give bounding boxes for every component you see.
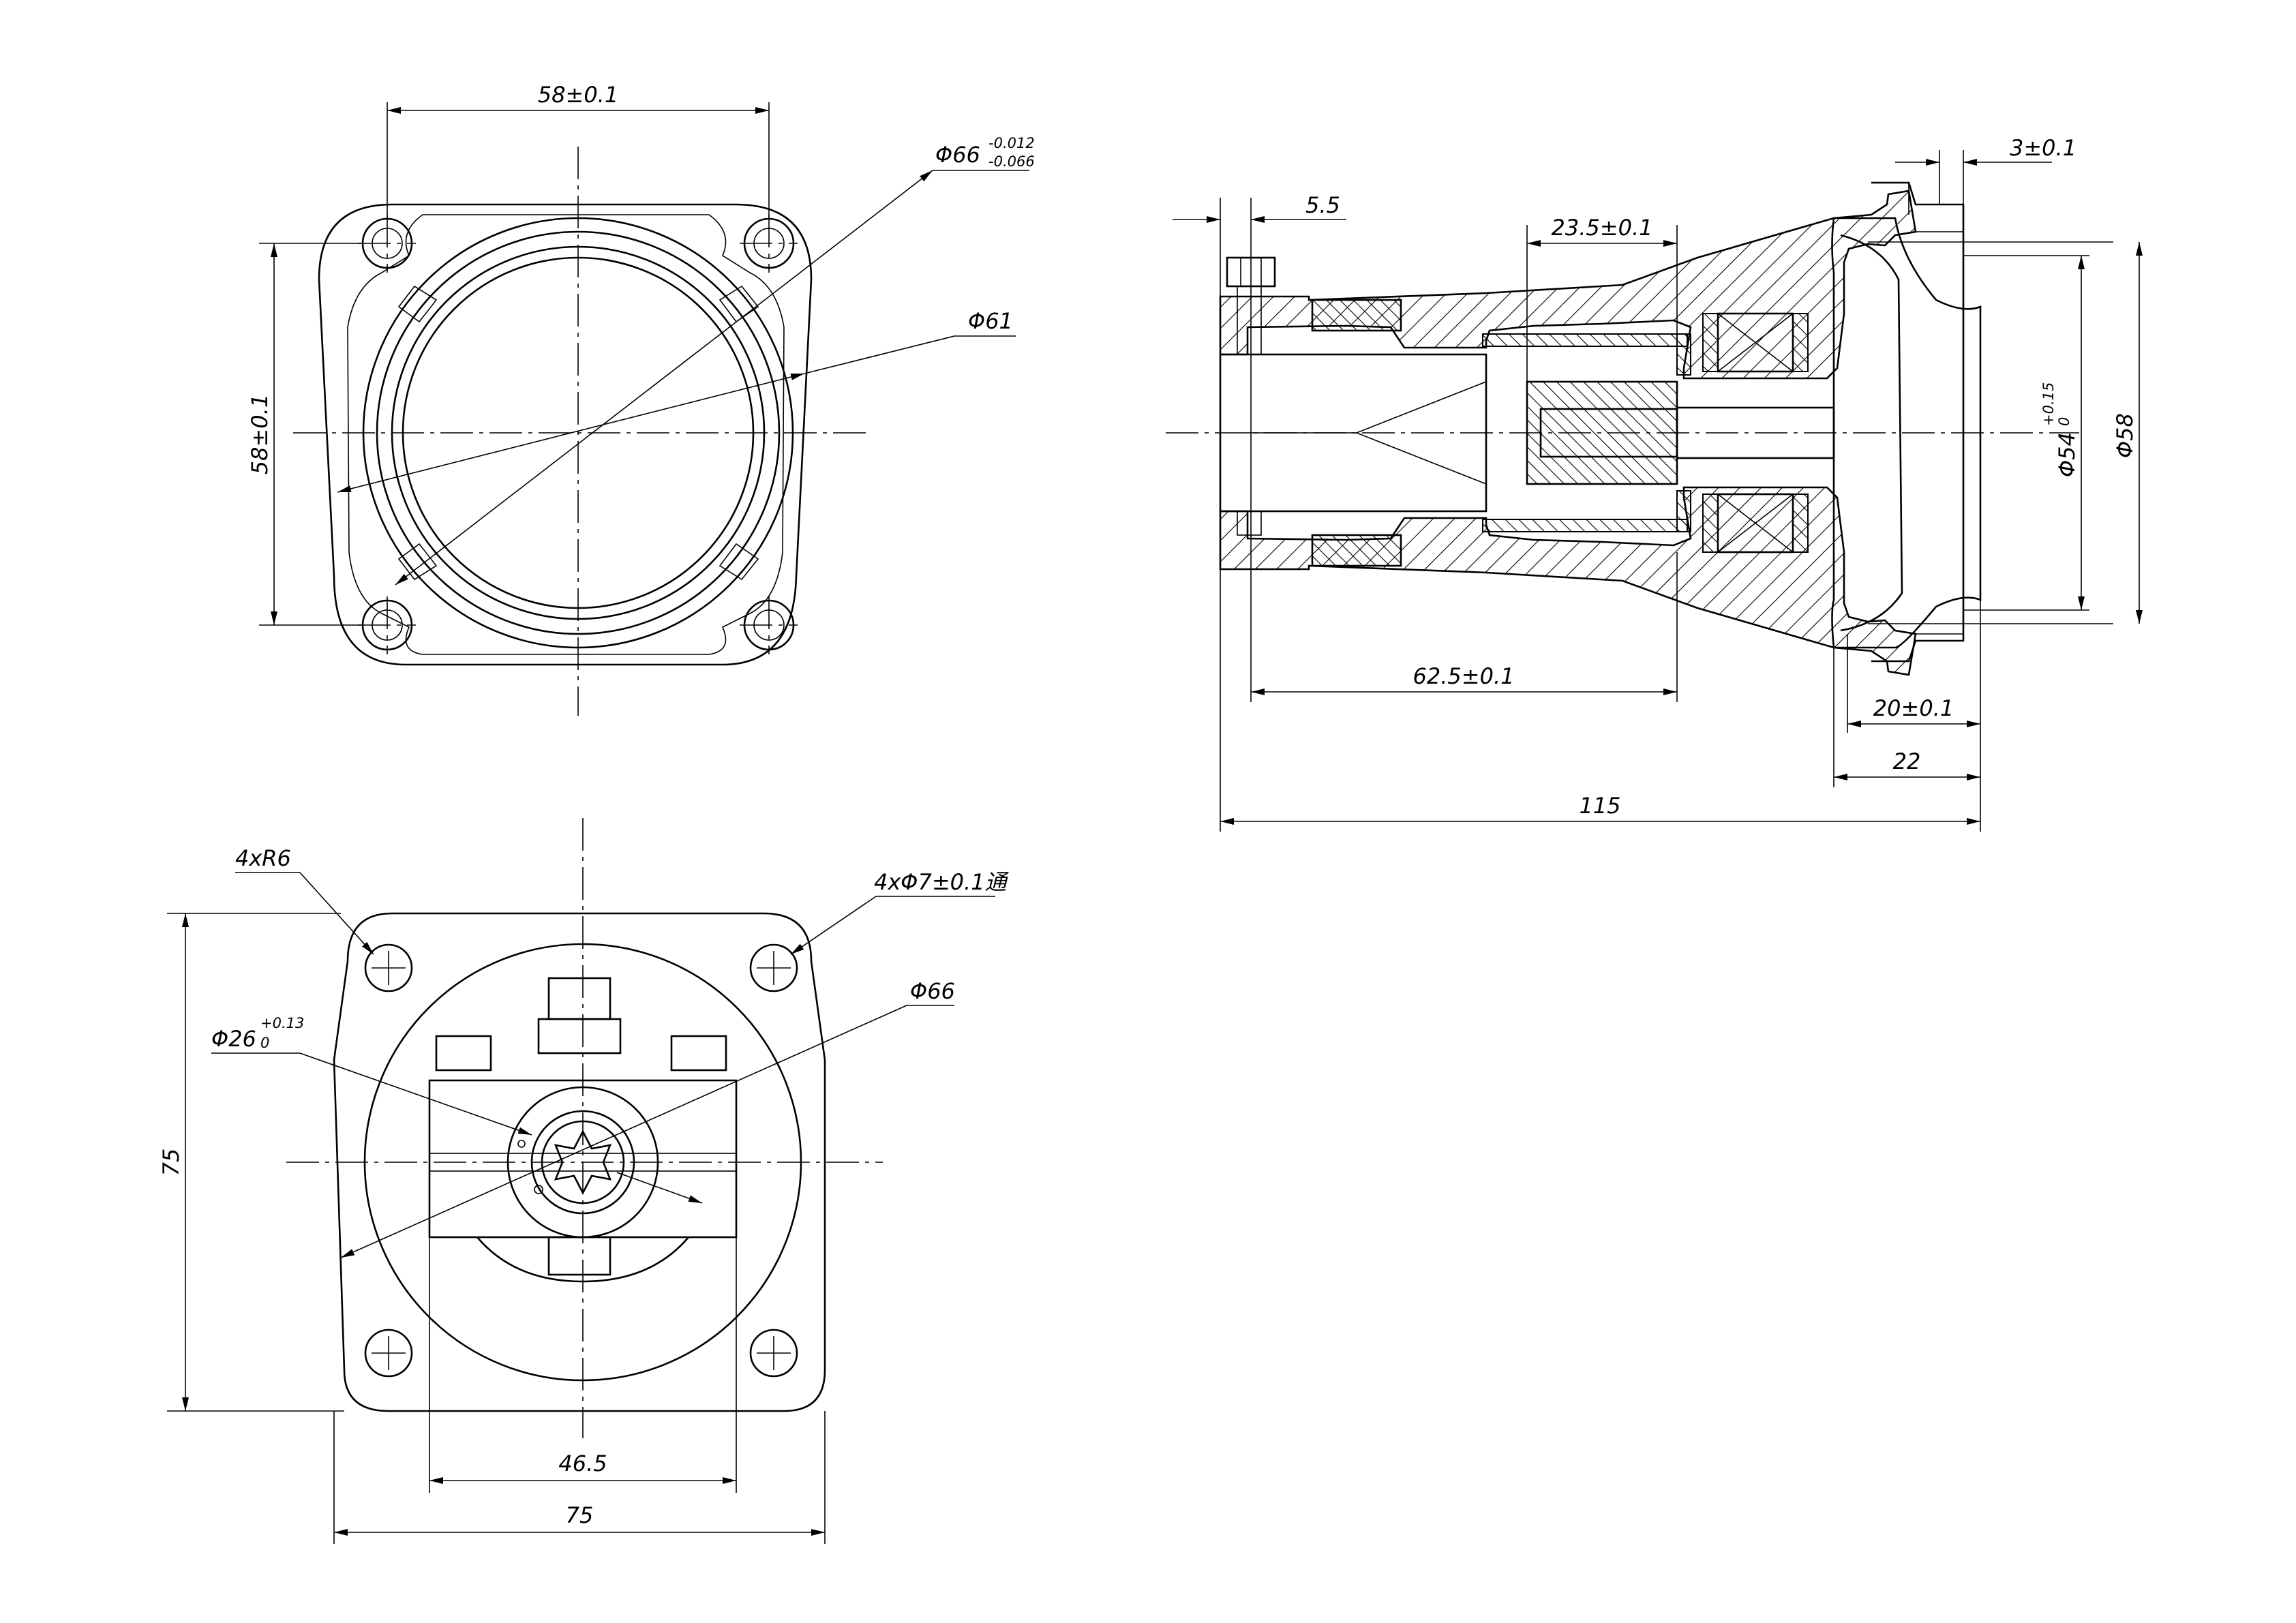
dim-62-5-label: 62.5±0.1 (1413, 663, 1515, 689)
dim-radius-label: 4xR6 (235, 845, 291, 871)
dim-dia58-label: Φ58 (2112, 413, 2138, 458)
dim-dia54-upper: +0.15 (2040, 382, 2057, 426)
dim-dia66-end-label: Φ66 (910, 978, 955, 1004)
dim-dia26-lower: 0 (260, 1035, 269, 1051)
bearing-upper (1702, 312, 1809, 373)
bolt-hole (364, 943, 413, 992)
dim-height-label: 58±0.1 (247, 394, 273, 474)
dim-dia54-lower: 0 (2056, 417, 2072, 426)
dim-width-label: 58±0.1 (538, 82, 618, 108)
bolt-hole (749, 943, 798, 992)
dim-dia66-upper: -0.012 (988, 135, 1035, 151)
dim-20-label: 20±0.1 (1873, 695, 1954, 721)
flange-plan-view: 58±0.1 58±0.1 Φ66 -0.012 -0.066 Φ61 (247, 82, 1035, 716)
dim-22-label: 22 (1893, 748, 1921, 774)
dim-dia26-upper: +0.13 (260, 1015, 304, 1031)
bearing-lower (1702, 493, 1809, 553)
dim-75-height-label: 75 (158, 1149, 184, 1177)
dim-23-5-label: 23.5±0.1 (1552, 215, 1653, 241)
dim-5-5-label: 5.5 (1305, 192, 1340, 218)
bolt-hole (364, 1329, 413, 1378)
dim-dia54-label: Φ54 (2054, 432, 2080, 477)
dim-dia26-label: Φ26 (211, 1026, 256, 1052)
dim-dia66-label: Φ66 (935, 142, 980, 168)
dim-3-label: 3±0.1 (2010, 135, 2076, 161)
dim-holes-label: 4xΦ7±0.1通 (874, 869, 1010, 895)
dim-75-width-label: 75 (566, 1502, 594, 1528)
dim-115-label: 115 (1579, 793, 1620, 819)
bolt-hole (749, 1329, 798, 1378)
dim-dia66-lower: -0.066 (988, 153, 1035, 170)
dim-46-5-label: 46.5 (558, 1451, 607, 1476)
end-view: 75 46.5 75 4xR6 4xΦ7±0.1通 Φ66 Φ26 +0.13 … (158, 818, 1010, 1544)
dim-dia61-label: Φ61 (968, 308, 1013, 334)
section-view: 5.5 23.5±0.1 3±0.1 Φ54 +0.15 0 Φ58 62.5±… (1166, 135, 2143, 832)
